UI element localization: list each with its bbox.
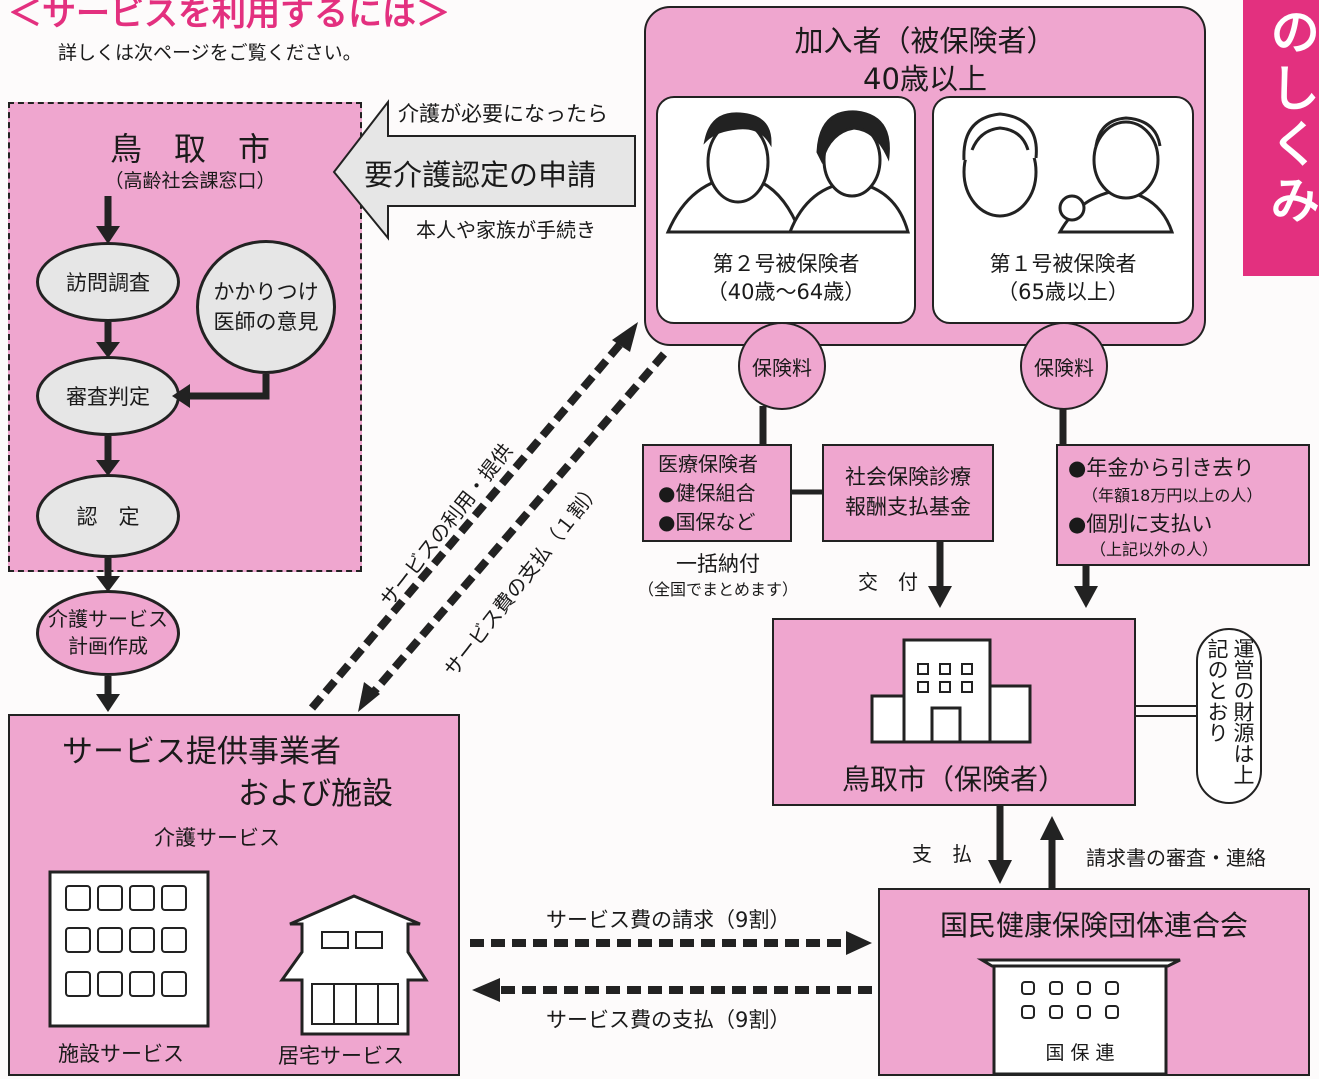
provider-title-1: サービス提供事業者 — [62, 734, 341, 770]
certification-oval: 認 定 — [36, 474, 180, 558]
federation-name: 国民健康保険団体連合会 — [939, 909, 1248, 942]
side-tab-label: のしくみ — [1262, 6, 1319, 230]
pension-line1: ●年金から引き去り — [1068, 456, 1255, 480]
pension-box — [1056, 444, 1310, 566]
insured-title: 加入者（被保険者） — [794, 24, 1056, 58]
side-tab: のしくみ — [1243, 0, 1319, 276]
lump-sum-note: （全国でまとめます） — [637, 580, 798, 599]
premium-left-circle: 保険料 — [738, 322, 826, 410]
medical-insurer-label: 医療保険者 ●健保組合 ●国保など — [658, 452, 758, 534]
pension-note1: （年額18万円以上の人） — [1082, 486, 1263, 505]
payment-fund-label: 社会保険診療 報酬支払基金 — [845, 465, 971, 519]
facility-service-label: 施設サービス — [58, 1042, 184, 1066]
group1-label: 第１号被保険者 （65歳以上） — [989, 252, 1137, 304]
city-desk: （高齢社会課窓口） — [104, 170, 276, 192]
city-name: 鳥 取 市 — [109, 130, 270, 168]
care-plan-oval: 介護サービス 計画作成 — [36, 590, 180, 676]
application-bottom-label: 本人や家族が手続き — [416, 218, 596, 242]
federation-sign: 国 保 連 — [1045, 1042, 1115, 1064]
application-top-label: 介護が必要になったら — [398, 102, 608, 126]
application-arrow — [332, 99, 636, 241]
funding-note-oval: 運営の財源は上記のとおり — [1196, 628, 1262, 804]
page-subtitle: 詳しくは次ページをご覧ください。 — [58, 42, 362, 64]
provider-title-2: および施設 — [238, 776, 393, 812]
group2-people-icon — [665, 110, 910, 234]
payment-fund-box — [822, 444, 994, 542]
group2-label: 第２号被保険者 （40歳〜64歳） — [706, 252, 866, 304]
audit-label: 請求書の審査・連絡 — [1086, 846, 1266, 870]
group1-people-icon — [962, 112, 1175, 234]
pension-line2: ●個別に支払い — [1068, 512, 1213, 536]
federation-payment-label: サービス費の支払（9割） — [546, 1008, 791, 1032]
home-service-label: 居宅サービス — [278, 1044, 404, 1068]
city-insurer-label: 鳥取市（保険者） — [841, 763, 1066, 796]
insured-age: 40歳以上 — [863, 62, 987, 96]
medical-insurer-box — [642, 444, 792, 542]
premium-right-circle: 保険料 — [1020, 322, 1108, 410]
pension-note2: （上記以外の人） — [1090, 540, 1219, 559]
grant-label: 交 付 — [858, 570, 918, 594]
pay-label: 支 払 — [912, 842, 972, 866]
application-main-label: 要介護認定の申請 — [364, 158, 597, 192]
claim-label: サービス費の請求（9割） — [546, 908, 791, 932]
doctor-opinion-oval: かかりつけ 医師の意見 — [196, 240, 336, 374]
care-service-label: 介護サービス — [154, 826, 280, 850]
page-title: ＜サービスを利用するには＞ — [8, 0, 450, 34]
funding-note-label: 運営の財源は上記のとおり — [1205, 638, 1255, 785]
lump-sum-label: 一括納付 — [676, 552, 760, 576]
